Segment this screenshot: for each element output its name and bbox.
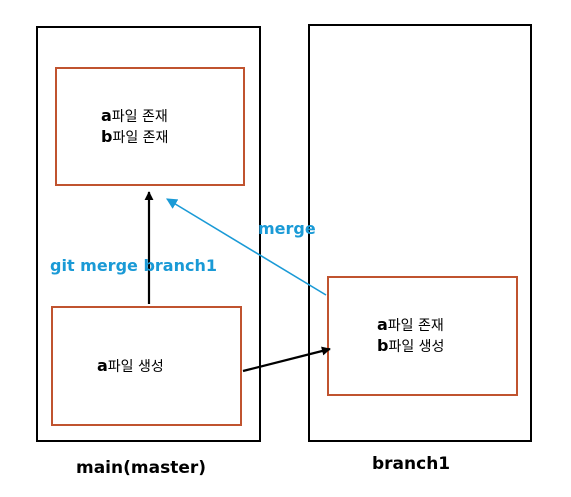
branch-line-a-text: 파일 존재 [387,318,444,334]
branch-line-b-text: 파일 생성 [388,339,445,355]
merged-line-a: a파일 존재 [101,106,243,127]
branch-line-b-letter: b [377,336,389,355]
branch1-label: branch1 [372,454,451,474]
merged-line-b: b파일 존재 [101,127,243,148]
merged-line-a-text: 파일 존재 [111,108,168,125]
a-created-line: a파일 생성 [97,356,240,377]
branch-line-a: a파일 존재 [377,315,516,336]
branch-state-box: a파일 존재 b파일 생성 [327,276,518,396]
merged-line-a-letter: a [101,105,112,125]
merged-line-b-text: 파일 존재 [112,129,169,146]
a-created-box: a파일 생성 [51,306,242,426]
branch-line-b: b파일 생성 [377,336,516,357]
merged-state-box: a파일 존재 b파일 존재 [55,67,245,186]
merge-label: merge [258,219,316,238]
merged-line-b-letter: b [101,126,113,146]
branch-line-a-letter: a [377,315,388,334]
a-created-line-letter: a [97,355,108,375]
git-merge-label: git merge branch1 [50,256,217,275]
main-master-label: main(master) [76,458,206,478]
a-created-line-text: 파일 생성 [107,358,164,375]
